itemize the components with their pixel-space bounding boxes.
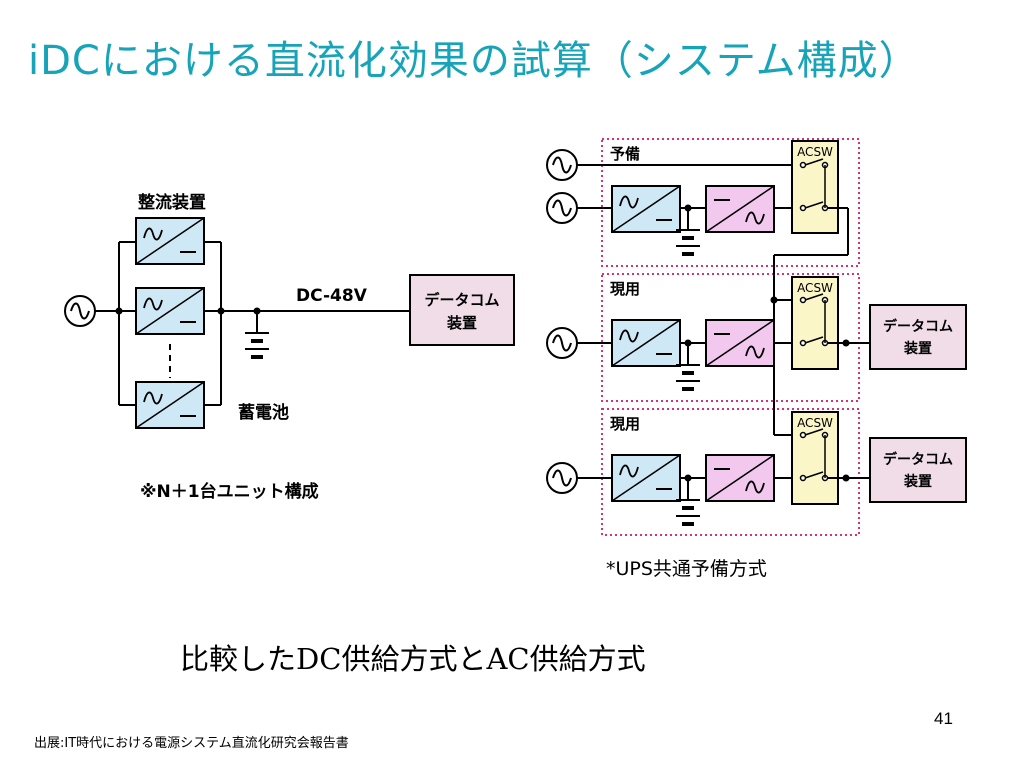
unit-configuration-note: ※N＋1台ユニット構成 (140, 481, 319, 502)
datacom-equipment-box (869, 304, 967, 370)
ups-rectifier (611, 454, 681, 502)
source-citation: 出展:IT時代における電源システム直流化研究会報告書 (34, 736, 349, 751)
acsw-label: ACSW (797, 281, 833, 295)
datacom-equipment-label-line2: 装置 (903, 340, 932, 357)
ups-inverter (705, 319, 775, 367)
ac-source-icon (64, 295, 96, 327)
acsw-label: ACSW (797, 145, 833, 159)
ups-inverter (705, 454, 775, 502)
datacom-equipment-label-line1: データコム (424, 291, 499, 309)
battery-label: 蓄電池 (238, 402, 289, 423)
rectifier-label: 整流装置 (138, 192, 206, 213)
acsw-label: ACSW (797, 416, 833, 430)
datacom-equipment-label-line1: データコム (883, 451, 953, 468)
rectifier-unit-1 (135, 217, 205, 265)
rectifier-unit-2 (135, 287, 205, 335)
standby-label: 予備 (610, 145, 640, 163)
datacom-equipment-box (409, 274, 515, 346)
ac-source-icon (546, 192, 578, 224)
page-title: iDCにおける直流化効果の試算（システム構成） (28, 38, 920, 84)
acsw-switch (791, 140, 839, 234)
ac-source-icon (546, 327, 578, 359)
datacom-equipment-label-line2: 装置 (446, 314, 477, 332)
ac-supply-system: 予備 現用 現用 ACSW (546, 138, 967, 580)
ups-rectifier (611, 185, 681, 233)
bypass-ac-source-icon (546, 149, 578, 181)
comparison-caption: 比較したDC供給方式とAC供給方式 (180, 642, 646, 676)
ups-inverter (705, 185, 775, 233)
active-label-1: 現用 (610, 280, 640, 298)
standby-ups-group (601, 138, 860, 267)
acsw-switch (791, 411, 839, 505)
ac-source-icon (546, 462, 578, 494)
acsw-switch (791, 276, 839, 370)
battery-icon (243, 309, 271, 359)
dc-supply-system: 整流装置 蓄電池 DC-48V データコム 装置 ※N＋1台ユニット構成 (64, 192, 515, 502)
page-number: 41 (934, 709, 953, 728)
active-ups-group-1 (601, 273, 860, 402)
datacom-equipment-box (869, 437, 967, 503)
ups-scheme-caption: *UPS共通予備方式 (606, 558, 767, 580)
active-label-2: 現用 (610, 415, 640, 433)
dc-voltage-label: DC-48V (296, 286, 368, 306)
datacom-equipment-label-line1: データコム (883, 318, 953, 335)
active-ups-group-2 (601, 408, 860, 536)
datacom-equipment-label-line2: 装置 (903, 473, 932, 490)
ups-rectifier (611, 319, 681, 367)
rectifier-unit-n (135, 381, 205, 429)
